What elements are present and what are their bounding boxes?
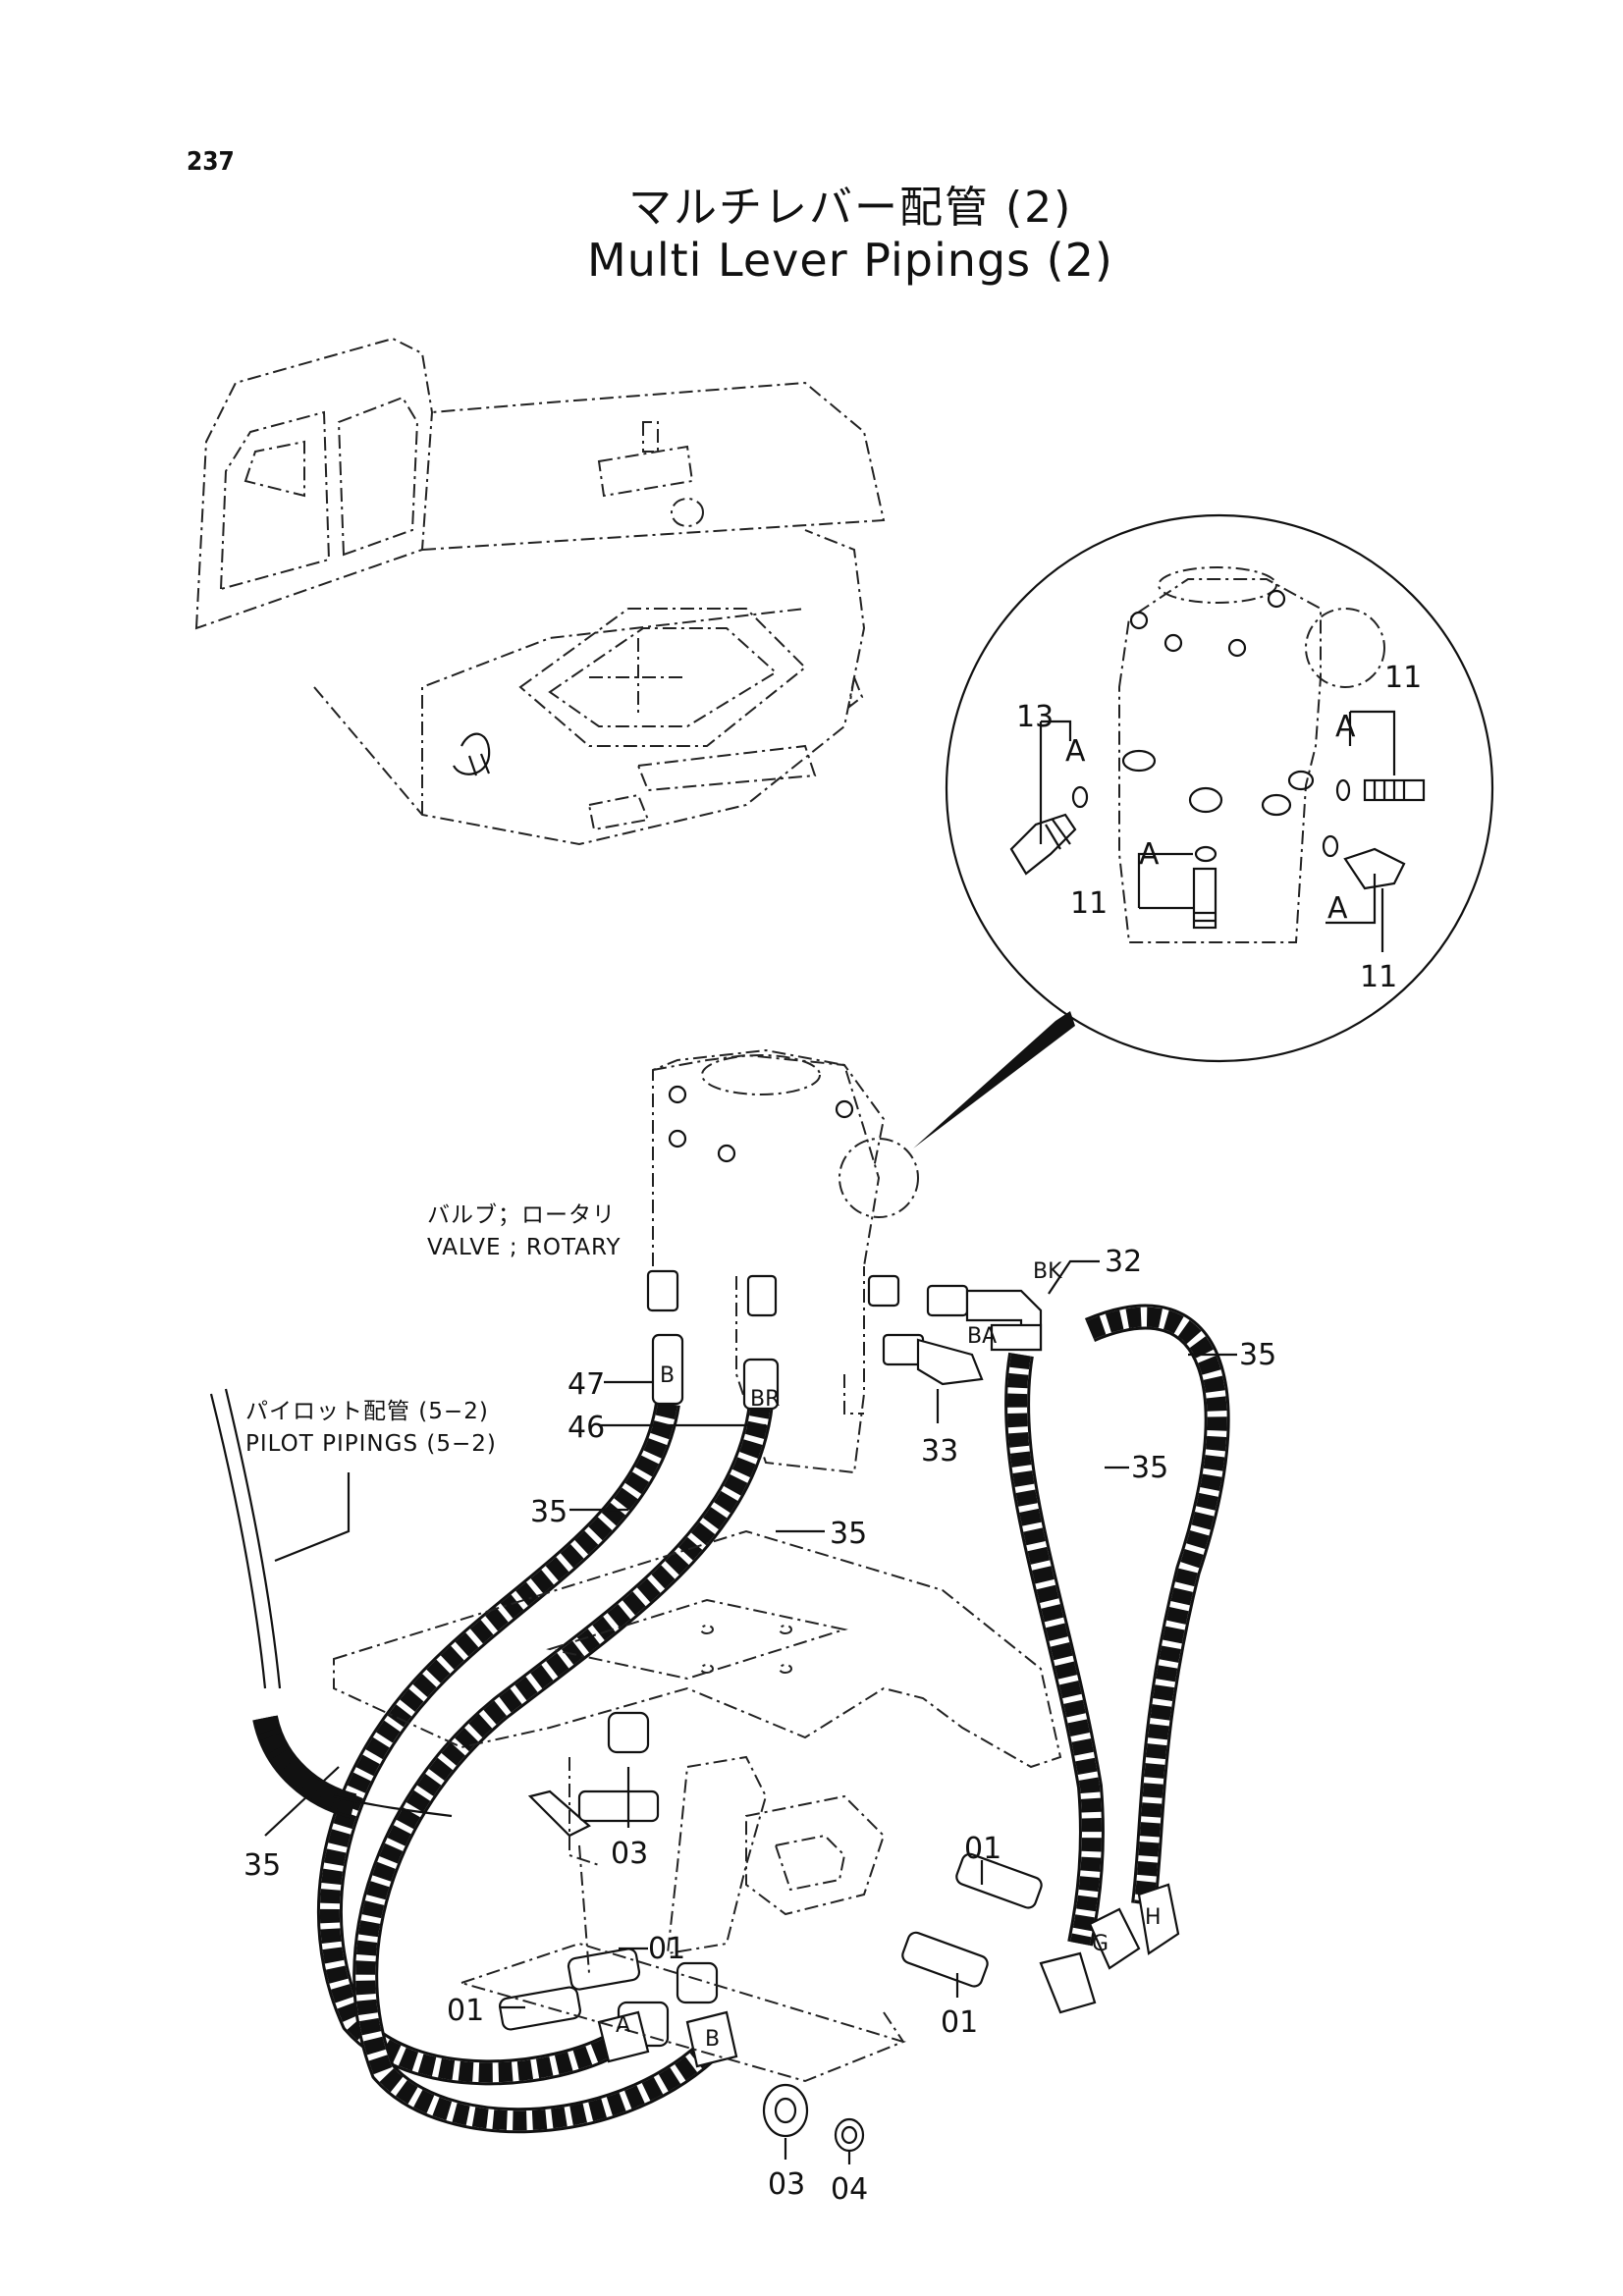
port-b-top: B xyxy=(660,1363,675,1388)
part-47: 47 xyxy=(568,1367,605,1402)
title-japanese: マルチレバー配管 (2) xyxy=(628,183,1073,233)
part-01-top-right: 01 xyxy=(964,1832,1001,1866)
part-04: 04 xyxy=(831,2172,868,2207)
label-11-left: 11 xyxy=(1070,886,1108,921)
fittings xyxy=(498,1269,1180,2153)
page-number: 237 xyxy=(187,147,235,177)
label-11-bottom: 11 xyxy=(1360,960,1397,994)
label-a-4: A xyxy=(1327,891,1348,926)
rotary-valve xyxy=(652,1048,919,1474)
part-01-center: 01 xyxy=(648,1932,685,1966)
detail-view-circle xyxy=(913,513,1494,1148)
label-a-1: A xyxy=(1065,734,1086,769)
port-br: BR xyxy=(750,1387,780,1412)
label-a-3: A xyxy=(1139,837,1160,872)
port-a-bottom: A xyxy=(616,2013,630,2038)
part-35-right: 35 xyxy=(1239,1338,1276,1372)
hoses xyxy=(209,1304,1230,2134)
part-46: 46 xyxy=(568,1411,605,1445)
port-b-bottom: B xyxy=(705,2027,720,2052)
note-labels: バルブ；ロータリ VALVE ; ROTARY パイロット配管 (5−2) PI… xyxy=(245,1202,622,1457)
part-35-bottom-left: 35 xyxy=(243,1848,281,1883)
port-bk: BK xyxy=(1033,1259,1062,1284)
part-number-labels: 32 35 35 33 47 46 35 35 35 03 01 01 01 0… xyxy=(243,1245,1276,2207)
valve-note-jp: バルブ；ロータリ xyxy=(427,1202,616,1228)
title-english: Multi Lever Pipings (2) xyxy=(587,234,1113,287)
detail-labels: 13 11 11 11 A A A A xyxy=(1016,661,1422,994)
part-35-center: 35 xyxy=(830,1517,867,1551)
port-g: G xyxy=(1092,1932,1109,1956)
excavator-overview xyxy=(194,337,886,846)
label-a-2: A xyxy=(1335,710,1356,744)
label-13: 13 xyxy=(1016,700,1054,734)
part-01-bottom-left: 01 xyxy=(447,1994,484,2028)
mounting-bracket xyxy=(333,1529,1062,2083)
valve-note-en: VALVE ; ROTARY xyxy=(427,1235,622,1260)
port-labels: BK BA B BR A B G H xyxy=(616,1259,1162,2052)
label-11-top: 11 xyxy=(1384,661,1422,695)
part-32: 32 xyxy=(1105,1245,1142,1279)
part-33: 33 xyxy=(921,1434,958,1468)
part-35-mid-right: 35 xyxy=(1131,1451,1168,1485)
port-ba: BA xyxy=(967,1324,997,1349)
part-03-top: 03 xyxy=(611,1837,648,1871)
pilot-note-jp: パイロット配管 (5−2) xyxy=(245,1399,489,1424)
pilot-note-en: PILOT PIPINGS (5−2) xyxy=(245,1431,497,1457)
part-35-left: 35 xyxy=(530,1495,568,1529)
part-03-bottom: 03 xyxy=(768,2167,805,2202)
port-h: H xyxy=(1145,1905,1162,1930)
leader-lines xyxy=(264,1259,1237,2164)
part-01-bottom-right: 01 xyxy=(941,2005,978,2040)
